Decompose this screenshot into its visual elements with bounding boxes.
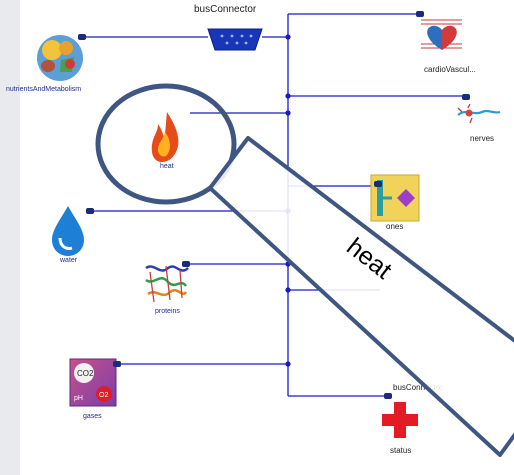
component-cardio-vascular[interactable]: cardioVascul... (416, 11, 476, 74)
bus-connector-top[interactable]: busConnector (194, 4, 263, 51)
water-label: water (59, 257, 78, 264)
gases-ph-text: pH (74, 395, 83, 402)
magnifier-handle (208, 136, 514, 457)
component-gases[interactable]: CO2 pH O2 gases (69, 358, 121, 420)
magnifier-lens-ring (95, 83, 237, 205)
gases-label: gases (83, 413, 102, 420)
status-cross-icon (382, 402, 418, 438)
component-nutrients-and-metabolism[interactable]: nutrientsAndMetabolism (6, 34, 86, 93)
status-label: status (390, 446, 411, 455)
component-heat[interactable]: heat (151, 112, 179, 170)
magnifier-overlay: heat (95, 83, 514, 457)
proteins-port-icon (182, 261, 190, 267)
gases-o2-text: O2 (99, 392, 108, 399)
cardio-port-icon (416, 11, 424, 17)
gases-co2-text: CO2 (77, 369, 94, 378)
canvas-left-margin (0, 0, 20, 475)
water-port-icon (86, 208, 94, 214)
cardio-label: cardioVascul... (424, 65, 476, 74)
component-hormones[interactable]: ones (370, 174, 420, 231)
hormones-label: ones (386, 222, 403, 231)
nutrients-label: nutrientsAndMetabolism (6, 86, 81, 93)
bus-connector-top-label: busConnector (194, 4, 257, 15)
proteins-label: proteins (155, 308, 180, 315)
nerves-port-icon (462, 94, 470, 100)
component-nerves[interactable]: nerves (457, 94, 501, 143)
heat-label: heat (160, 163, 174, 170)
hormones-port-icon (374, 181, 382, 187)
component-proteins[interactable]: proteins (145, 261, 190, 315)
status-port-icon (384, 393, 392, 399)
nutrients-port-icon (78, 34, 86, 40)
bus-connector-bottom-label: busConnector (393, 383, 443, 392)
component-water[interactable]: water (52, 206, 94, 264)
nerves-label: nerves (470, 134, 494, 143)
gases-port-icon (113, 361, 121, 367)
component-status[interactable]: busConnector status (382, 383, 443, 455)
